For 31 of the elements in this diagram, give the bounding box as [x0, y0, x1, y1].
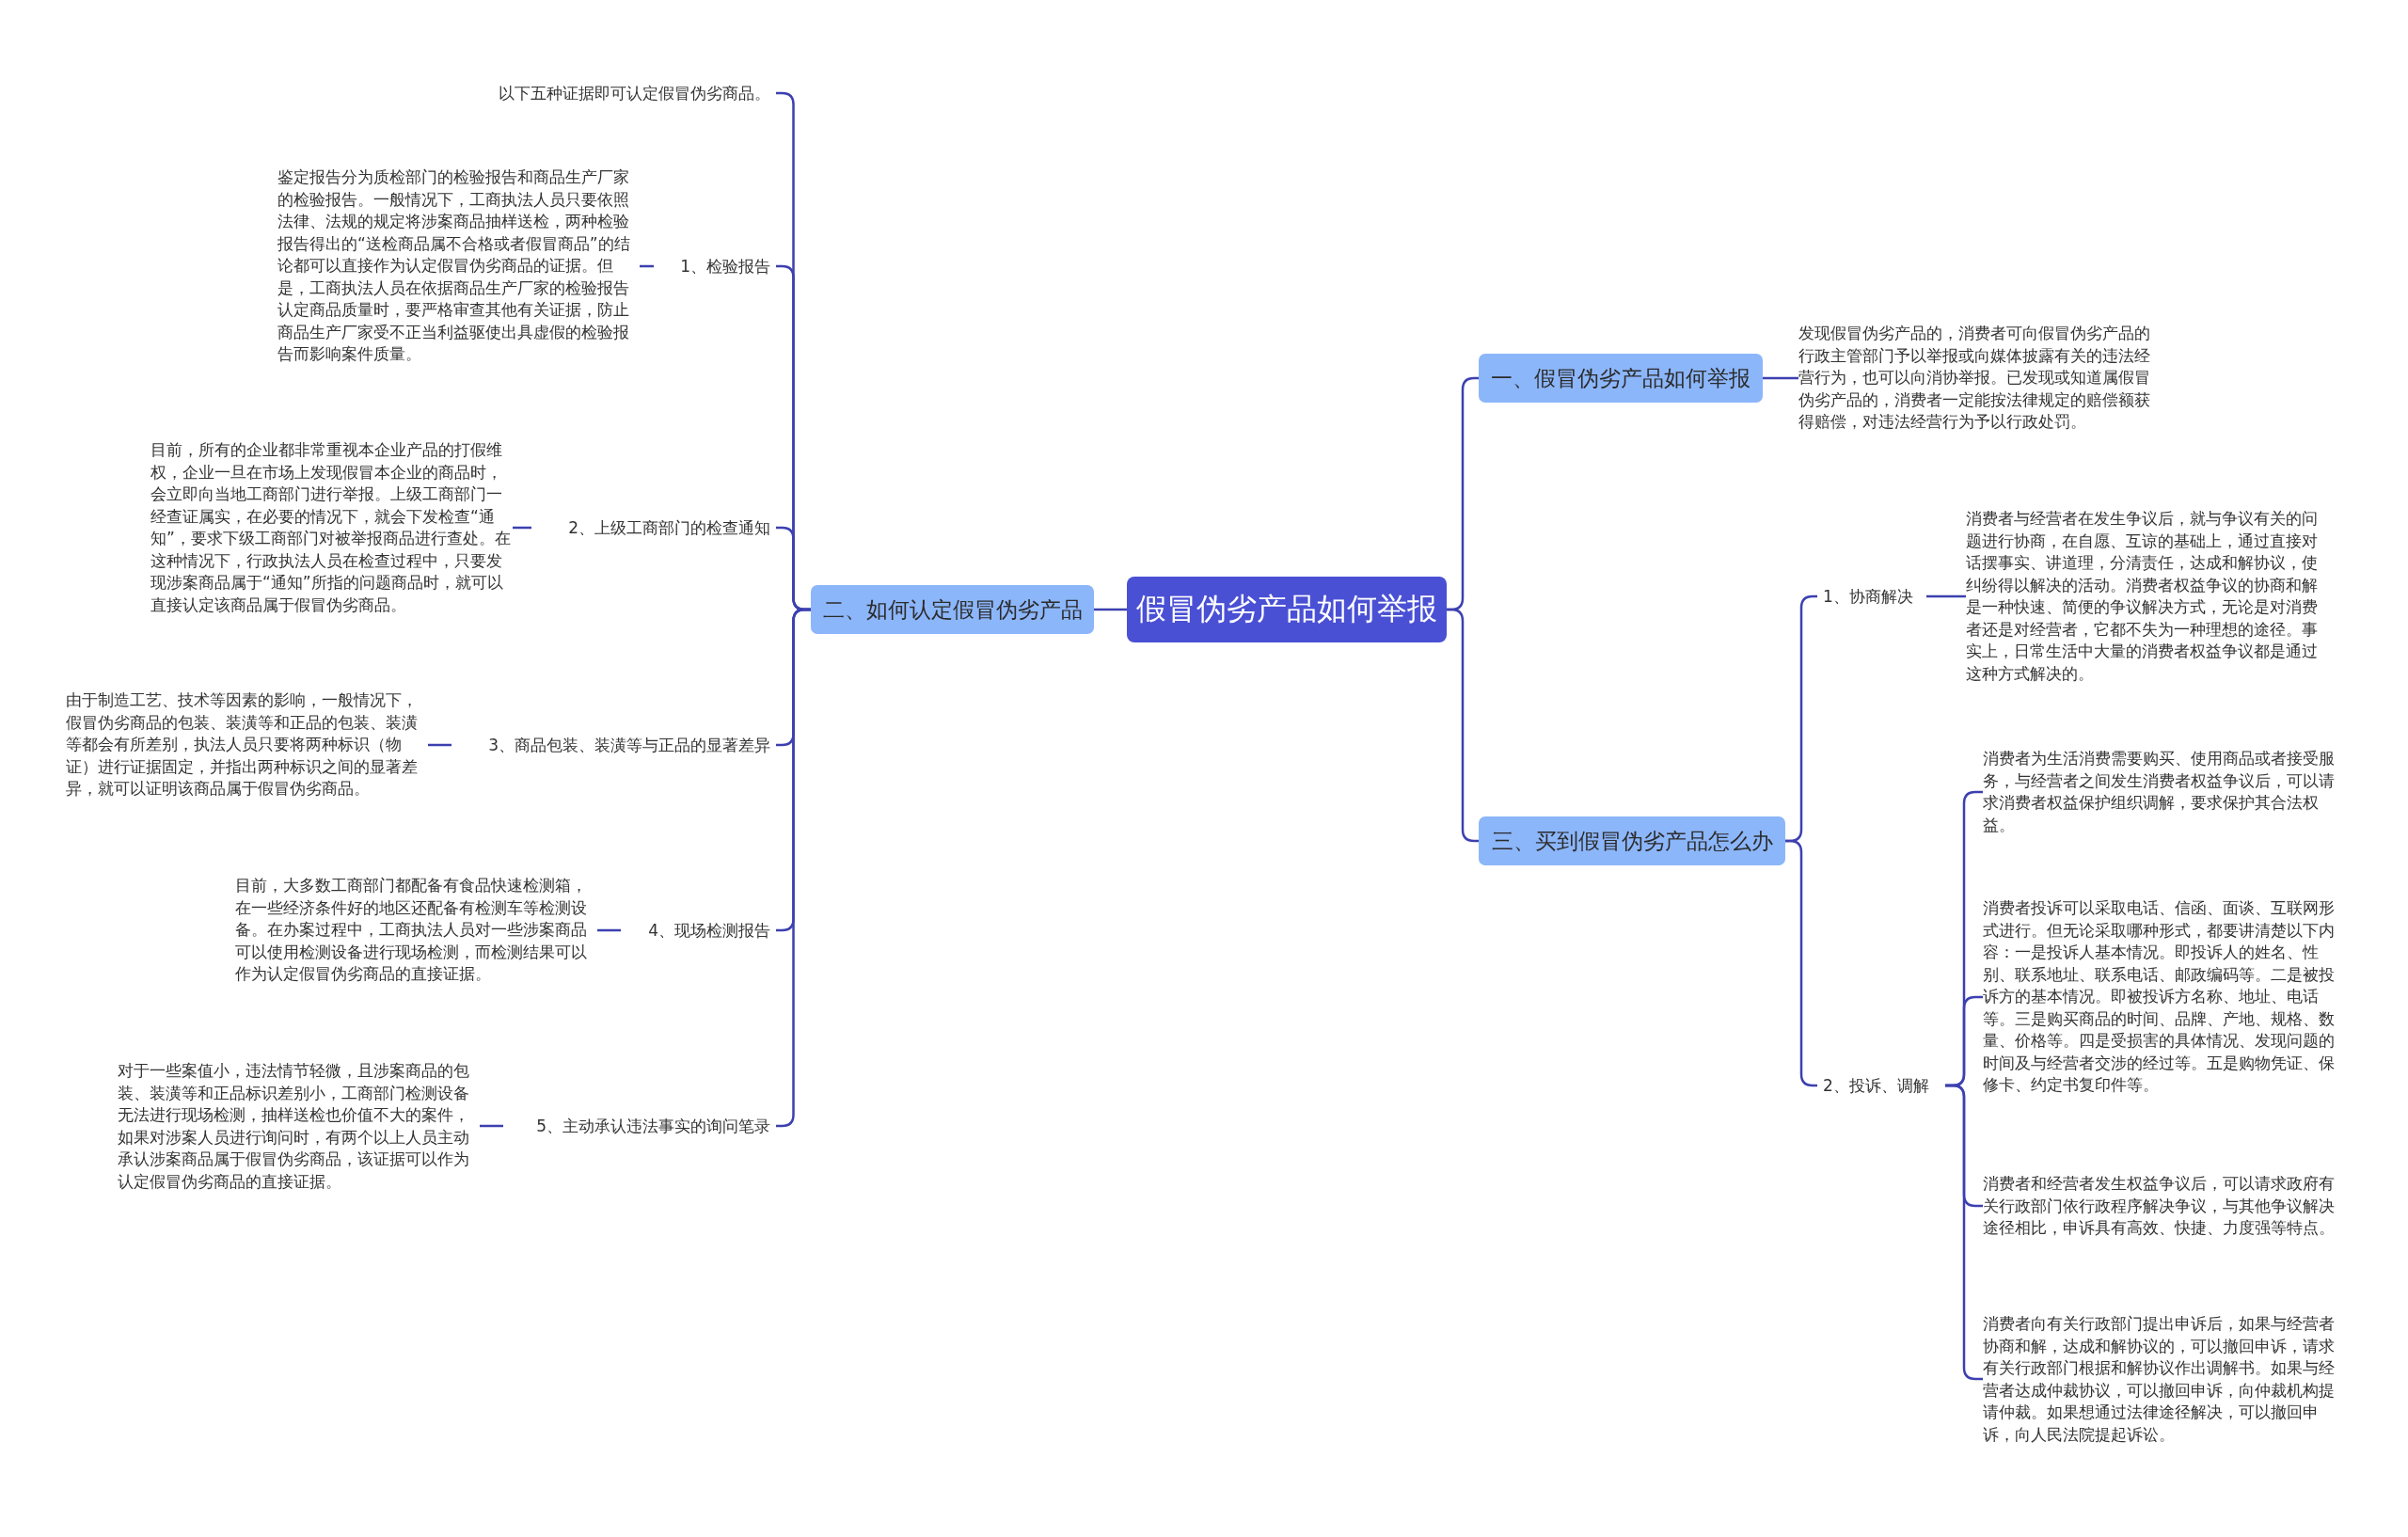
description-text: 发现假冒伪劣产品的，消费者可向假冒伪劣产品的行政主管部门予以举报或向媒体披露有关的违法经营行为，也可以向消协举报。已发现或知道属假冒伪劣产品的，消费者一定能按法律规定的赔偿额获得赔偿，对违法经营行为予以行政处罚。	[1798, 323, 2161, 434]
branch-label: 以下五种证据即可认定假冒伪劣商品。	[428, 80, 776, 106]
branch-label: 2、上级工商部门的检查通知	[531, 515, 776, 541]
branch-label: 2、投诉、调解	[1817, 1072, 1945, 1099]
description-text: 消费者向有关行政部门提出申诉后，如果与经营者协商和解，达成和解协议的，可以撤回申诉，请求有关行政部门根据和解协议作出调解书。如果与经营者达成仲裁协议，可以撤回申诉，向仲裁机构提请仲裁。如果想通过法律途径解决，可以撤回申诉，向人民法院提起诉讼。	[1983, 1312, 2345, 1446]
connector-line	[1926, 594, 1966, 598]
branch-label: 1、协商解决	[1817, 583, 1926, 610]
connector-line	[480, 1124, 503, 1128]
description-text: 消费者与经营者在发生争议后，就与争议有关的问题进行协商，在自愿、互谅的基础上，通过直接对话摆事实、讲道理，分清责任，达成和解协议，使纠纷得以解决的活动。消费者权益争议的协商和解是一种快速、简便的争议解决方式，无论是对消费者还是对经营者，它都不失为一种理想的途径。事实上，日常生活中大量的消费者权益争议都是通过这种方式解决的。	[1966, 508, 2328, 685]
branch-label: 5、主动承认违法事实的询问笔录	[503, 1113, 776, 1139]
branch-label: 4、现场检测报告	[621, 917, 776, 943]
connector-line	[640, 264, 654, 268]
topic-box: 三、买到假冒伪劣产品怎么办	[1479, 816, 1785, 865]
description-text: 由于制造工艺、技术等因素的影响，一般情况下，假冒伪劣商品的包装、装潢等和正品的包装、装潢等都会有所差别，执法人员只要将两种标识（物证）进行证据固定，并指出两种标识之间的显著差异，就可以证明该商品属于假冒伪劣商品。	[66, 689, 428, 800]
description-text: 目前，所有的企业都非常重视本企业产品的打假维权，企业一旦在市场上发现假冒本企业的商品时，会立即向当地工商部门进行举报。上级工商部门一经查证属实，在必要的情况下，就会下发检查“通知”，要求下级工商部门对被举报商品进行查处。在这种情况下，行政执法人员在检查过程中，只要发现涉案商品属于“通知”所指的问题商品时，就可以直接认定该商品属于假冒伪劣商品。	[150, 439, 513, 616]
branch-label: 1、检验报告	[654, 253, 776, 279]
branch-label: 3、商品包装、装潢等与正品的显著差异	[452, 732, 776, 758]
connector-line	[513, 526, 531, 530]
connector-line	[1094, 608, 1127, 611]
description-text: 目前，大多数工商部门都配备有食品快速检测箱，在一些经济条件好的地区还配备有检测车等检测设备。在办案过程中，工商执法人员对一些涉案商品可以使用检测设备进行现场检测，而检测结果可以作为认定假冒伪劣商品的直接证据。	[235, 875, 597, 986]
connector-line	[597, 928, 621, 932]
description-text: 消费者和经营者发生权益争议后，可以请求政府有关行政部门依行政程序解决争议，与其他争议解决途径相比，申诉具有高效、快捷、力度强等特点。	[1983, 1172, 2345, 1240]
connector-line	[1763, 376, 1798, 380]
description-text: 对于一些案值小，违法情节轻微，且涉案商品的包装、装潢等和正品标识差别小，工商部门检测设备无法进行现场检测，抽样送检也价值不大的案件，如果对涉案人员进行询问时，有两个以上人员主动承认涉案商品属于假冒伪劣商品，该证据可以作为认定假冒伪劣商品的直接证据。	[118, 1059, 480, 1193]
description-text: 鉴定报告分为质检部门的检验报告和商品生产厂家的检验报告。一般情况下，工商执法人员只要依照法律、法规的规定将涉案商品抽样送检，两种检验报告得出的“送检商品属不合格或者假冒商品”的结论都可以直接作为认定假冒伪劣商品的证据。但是，工商执法人员在依据商品生产厂家的检验报告认定商品质量时，要严格审查其他有关证据，防止商品生产厂家受不正当利益驱使出具虚假的检验报告而影响案件质量。	[277, 166, 640, 366]
description-text: 消费者为生活消费需要购买、使用商品或者接受服务，与经营者之间发生消费者权益争议后，可以请求消费者权益保护组织调解，要求保护其合法权益。	[1983, 748, 2345, 836]
description-text: 消费者投诉可以采取电话、信函、面谈、互联网形式进行。但无论采取哪种形式，都要讲清楚以下内容：一是投诉人基本情况。即投诉人的姓名、性别、联系地址、联系电话、邮政编码等。二是被投诉方的基本情况。即被投诉方名称、地址、电话等。三是购买商品的时间、品牌、产地、规格、数量、价格等。四是受损害的具体情况、发现问题的时间及与经营者交涉的经过等。五是购物凭证、保修卡、约定书复印件等。	[1983, 897, 2345, 1097]
topic-box: 一、假冒伪劣产品如何举报	[1479, 354, 1763, 403]
connector-line	[428, 743, 452, 747]
central-topic-box: 假冒伪劣产品如何举报	[1127, 577, 1447, 642]
topic-box: 二、如何认定假冒伪劣产品	[811, 585, 1094, 634]
